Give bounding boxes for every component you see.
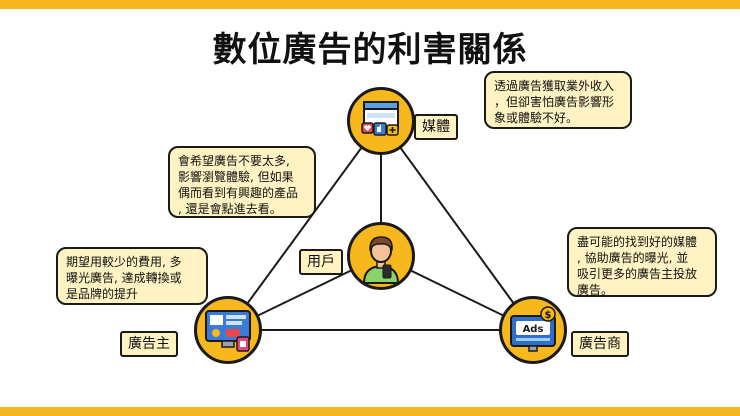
ad-vendor-bubble: 盡可能的找到好的媒體 , 協助廣告的曝光, 並 吸引更多的廣告主投放 廣告。 — [567, 227, 717, 297]
svg-text:$: $ — [545, 310, 552, 321]
user-node — [347, 222, 415, 290]
ads-monitor-icon: Ads $ — [510, 306, 556, 352]
advertiser-label: 廣告主 — [120, 331, 178, 357]
media-label: 媒體 — [414, 114, 458, 140]
media-bubble: 透過廣告獲取業外收入 ，但卻害怕廣告影響形 象或體驗不好。 — [484, 71, 632, 129]
user-with-phone-icon — [362, 236, 400, 284]
advertiser-dashboard-icon — [205, 310, 251, 352]
advertiser-bubble: 期望用較少的費用, 多 曝光廣告, 達成轉換或 是品牌的提升 — [56, 247, 208, 305]
media-node — [347, 87, 415, 155]
advertiser-node — [194, 296, 262, 364]
top-accent-bar — [0, 0, 740, 9]
ad-vendor-node: Ads $ — [499, 296, 567, 364]
user-bubble: 會希望廣告不要太多, 影響瀏覽體驗, 但如果 偶而看到有興趣的產品 , 還是會點… — [168, 146, 316, 218]
bottom-accent-bar — [0, 407, 740, 416]
user-label: 用戶 — [299, 249, 343, 275]
page-title: 數位廣告的利害關係 — [212, 30, 528, 70]
social-media-icon — [361, 101, 399, 136]
svg-text:Ads: Ads — [523, 324, 544, 335]
ad-vendor-label: 廣告商 — [571, 331, 629, 357]
